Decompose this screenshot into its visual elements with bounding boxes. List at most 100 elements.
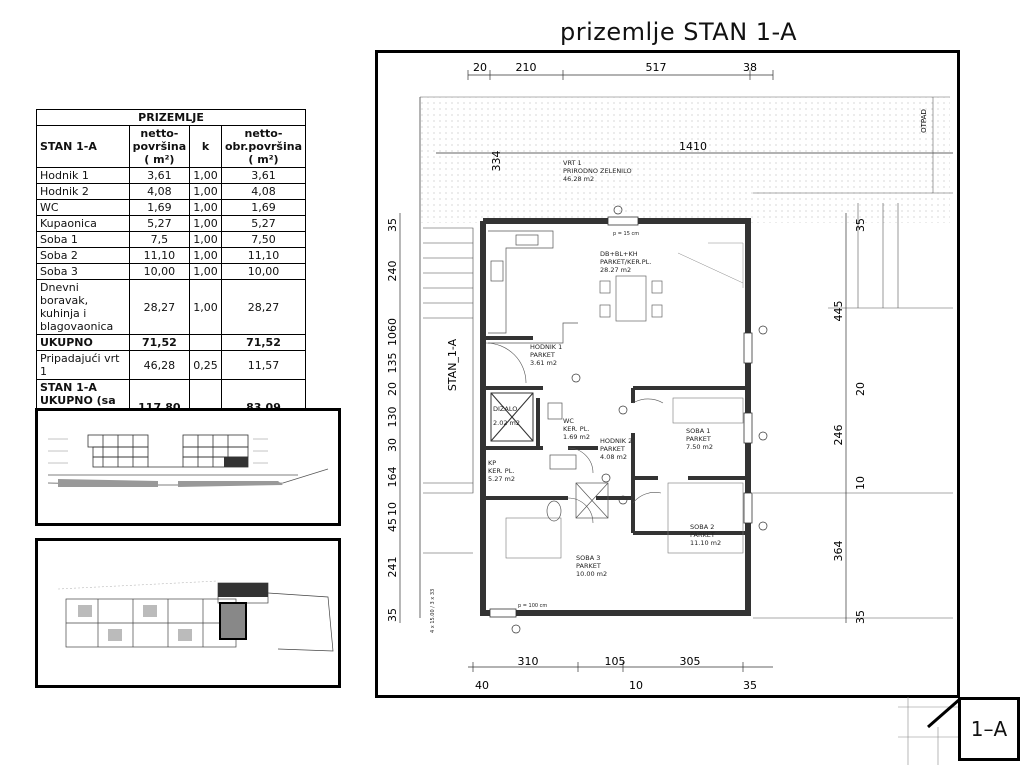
floorplan-drawing: 20 210 517 38 1410 334 OTPAD 310 105 305…	[386, 61, 953, 692]
room-vrt-l1: VRT 1	[563, 159, 582, 167]
col-header-obr: netto-obr.površina ( m²)	[220, 125, 307, 168]
room-hodnik2-l2: PARKET	[600, 445, 625, 453]
room-soba2-l1: SOBA 2	[690, 523, 714, 531]
dim-left-6: 20	[386, 382, 399, 396]
room-hodnik1-l3: 3.61 m2	[530, 359, 557, 367]
top-dimension-line	[436, 70, 953, 154]
kitchen-counter	[488, 230, 578, 344]
dim-right-7: 35	[854, 610, 867, 624]
room-soba3-l3: 10.00 m2	[576, 570, 607, 578]
floorplan-frame: 20 210 517 38 1410 334 OTPAD 310 105 305…	[375, 50, 960, 698]
dim-1410: 1410	[679, 140, 707, 153]
room-dnevni-l2: PARKET/KER.PL.	[600, 258, 651, 266]
dim-right-4: 246	[832, 425, 845, 446]
dim-bottom-305: 305	[680, 655, 701, 668]
room-wc-l3: 1.69 m2	[563, 433, 590, 441]
dim-bottom-10: 10	[629, 679, 643, 692]
dim-left-13: 35	[386, 608, 399, 622]
stairs-note: 4 x 15.00 / 3 x 33	[430, 589, 436, 633]
dim-left-12: 241	[386, 557, 399, 578]
area-table: PRIZEMLJE STAN 1-A netto-površina ( m²) …	[36, 109, 307, 435]
room-hodnik1-l1: HODNIK 1	[530, 343, 562, 351]
section-thumbnail	[35, 408, 341, 526]
col-header-k: k	[189, 125, 222, 168]
room-dnevni-l1: DB+BL+KH	[600, 250, 638, 258]
dim-right-6: 364	[832, 541, 845, 562]
dim-top-1: 20	[473, 61, 487, 74]
dim-left-1: 35	[386, 218, 399, 232]
col-header-net: netto-površina ( m²)	[128, 125, 191, 168]
dim-bottom-105: 105	[605, 655, 626, 668]
dim-334: 334	[490, 151, 503, 172]
room-soba3-l2: PARKET	[576, 562, 601, 570]
table-heading: PRIZEMLJE	[36, 109, 306, 126]
dim-right-3: 20	[854, 382, 867, 396]
sheet-label: 1–A	[958, 697, 1020, 761]
dim-left-4: 10	[386, 332, 399, 346]
siteplan-thumbnail	[35, 538, 341, 688]
window-note-bottom: p = 100 cm	[518, 603, 547, 609]
room-soba1-l2: PARKET	[686, 435, 711, 443]
room-soba1-l3: 7.50 m2	[686, 443, 713, 451]
siteplan-drawing	[57, 580, 334, 652]
dining-table	[599, 275, 663, 322]
room-soba1-l1: SOBA 1	[686, 427, 710, 435]
room-wc-l2: KER. PL.	[563, 425, 589, 433]
dim-left-9: 164	[386, 467, 399, 488]
lift	[490, 392, 534, 442]
col-header-name: STAN 1-A	[36, 125, 130, 168]
dim-top-3: 517	[646, 61, 667, 74]
lift-label: DIZALO	[493, 405, 517, 413]
dim-left-10: 10	[386, 502, 399, 516]
dim-left-5: 135	[386, 353, 399, 374]
room-kp-l1: KP	[488, 459, 496, 467]
dim-top-4: 38	[743, 61, 757, 74]
dim-bottom-35: 35	[743, 679, 757, 692]
dim-right-2: 445	[832, 301, 845, 322]
room-vrt-l2: PRIRODNO ZELENILO	[563, 167, 632, 175]
corner-detail	[898, 697, 960, 765]
room-soba2-l3: 11.10 m2	[690, 539, 721, 547]
exterior-walls	[480, 218, 751, 616]
room-kp-l3: 5.27 m2	[488, 475, 515, 483]
room-soba2-l2: PARKET	[690, 531, 715, 539]
room-dnevni-l3: 28.27 m2	[600, 266, 631, 274]
dim-top-2: 210	[516, 61, 537, 74]
dim-left-7: 130	[386, 407, 399, 428]
garden-area	[420, 97, 950, 223]
dim-right-5: 10	[854, 476, 867, 490]
beds	[505, 397, 744, 559]
room-soba3-l1: SOBA 3	[576, 554, 600, 562]
room-hodnik2-l3: 4.08 m2	[600, 453, 627, 461]
bottom-dimension-lines	[468, 662, 773, 672]
dim-right-1: 35	[854, 218, 867, 232]
dim-bottom-310: 310	[518, 655, 539, 668]
room-wc-l1: WC	[563, 417, 574, 425]
detail-markers	[511, 205, 768, 634]
dim-bottom-40: 40	[475, 679, 489, 692]
room-hodnik2-l1: HODNIK 2	[600, 437, 632, 445]
dim-left-3: 60	[386, 318, 399, 332]
otpad-label: OTPAD	[920, 109, 928, 133]
room-vrt-l3: 46.28 m2	[563, 175, 594, 183]
dim-left-11: 45	[386, 518, 399, 532]
section-drawing	[47, 434, 329, 487]
dim-left-8: 30	[386, 438, 399, 452]
bathroom-fixtures	[546, 402, 609, 522]
window-note-top: p = 15 cm	[613, 231, 639, 237]
lift-area: 2.02 m2	[493, 419, 520, 427]
room-hodnik1-l2: PARKET	[530, 351, 555, 359]
room-kp-l2: KER. PL.	[488, 467, 514, 475]
apartment-label: STAN_1-A	[446, 338, 459, 391]
page-title: prizemlje STAN 1-A	[560, 18, 798, 46]
